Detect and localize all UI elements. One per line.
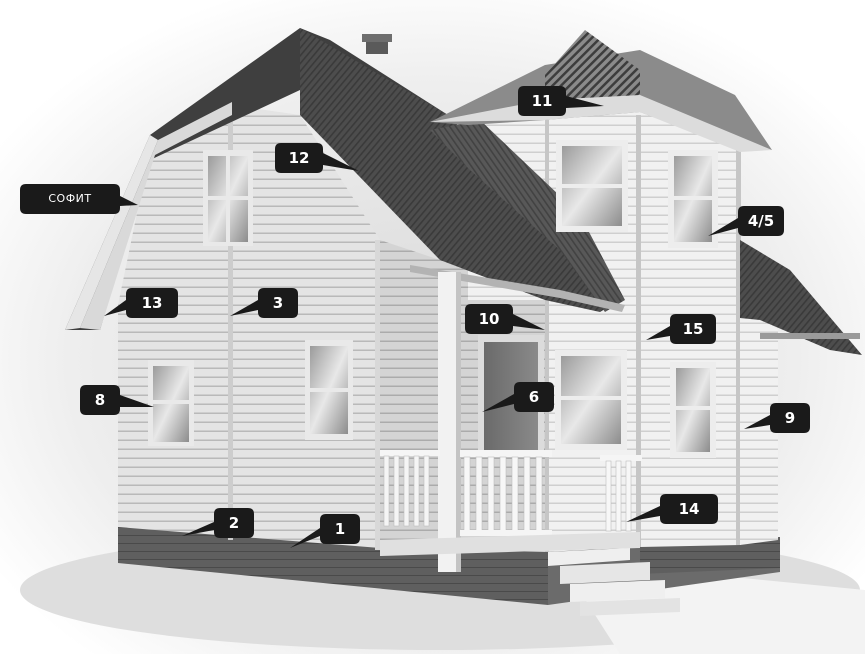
callout-8-label: 8 [80,385,120,415]
callout-14-label: 14 [660,494,718,524]
callout-sofit: СОФИТ [20,184,140,214]
callout-14: 14 [626,494,718,530]
callout-10-label: 10 [465,304,513,334]
callout-sofit-label: СОФИТ [20,184,120,214]
callout-4-5-label: 4/5 [738,206,784,236]
callout-1-label: 1 [320,514,360,544]
callout-15-label: 15 [670,314,716,344]
callout-11: 11 [518,86,604,120]
callout-9-label: 9 [770,403,810,433]
callout-15: 15 [646,314,716,350]
callout-9: 9 [744,403,810,439]
callout-4-5: 4/5 [706,206,784,242]
callout-3-label: 3 [258,288,298,318]
callout-10: 10 [465,304,545,338]
callout-13-label: 13 [126,288,178,318]
callout-12-label: 12 [275,143,323,173]
callout-8: 8 [80,385,156,419]
callout-6-label: 6 [514,382,554,412]
callout-2: 2 [182,508,254,544]
callout-1: 1 [290,514,360,550]
callout-11-label: 11 [518,86,566,116]
callout-6: 6 [482,382,554,418]
callout-3: 3 [230,288,298,324]
callout-13: 13 [104,288,178,324]
callout-12: 12 [275,143,361,179]
callout-2-label: 2 [214,508,254,538]
